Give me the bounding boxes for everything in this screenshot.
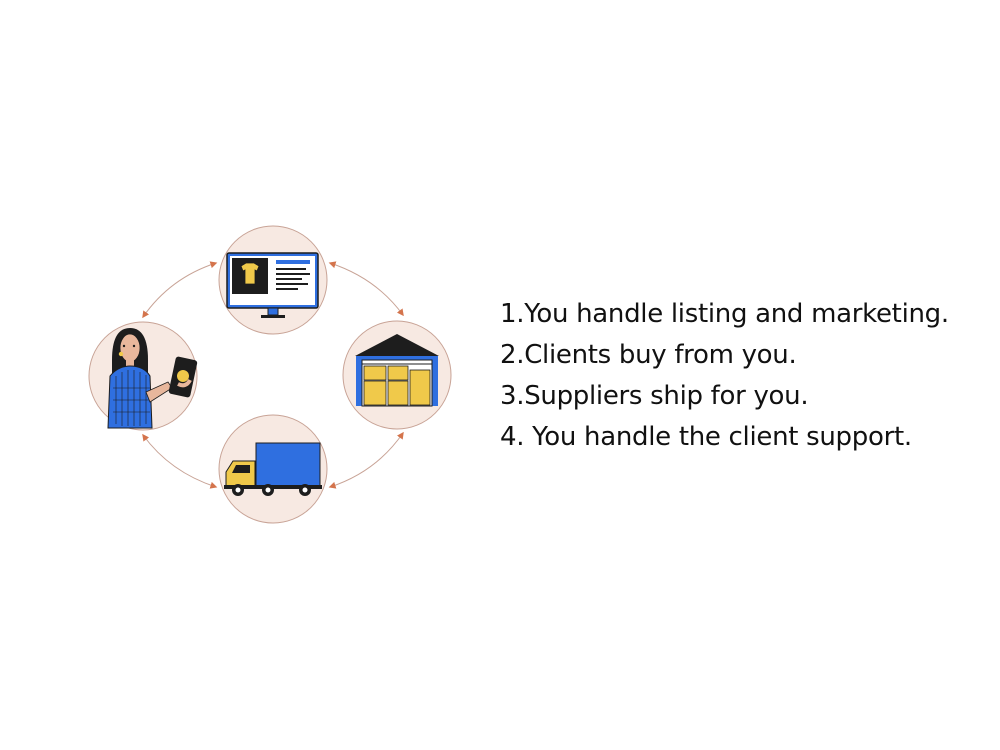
step-2: 2.Clients buy from you. xyxy=(500,340,797,370)
connectors xyxy=(142,261,404,489)
connector-storefront-warehouse xyxy=(328,261,404,317)
dropshipping-cycle-diagram xyxy=(88,225,452,524)
warehouse-icon xyxy=(355,334,439,407)
warehouse-node xyxy=(342,320,452,430)
delivery-node xyxy=(218,414,328,524)
delivery-truck-icon xyxy=(224,442,322,496)
connector-customer-storefront xyxy=(142,261,218,319)
step-4: 4. You handle the client support. xyxy=(500,422,912,452)
step-1: 1.You handle listing and marketing. xyxy=(500,299,949,329)
customer-with-phone-icon xyxy=(107,328,198,429)
step-3: 3.Suppliers ship for you. xyxy=(500,381,809,411)
storefront-monitor-icon xyxy=(226,252,319,318)
customer-node xyxy=(88,321,198,431)
step-list: 1.You handle listing and marketing. 2.Cl… xyxy=(500,294,949,458)
storefront-node xyxy=(218,225,328,335)
connector-delivery-customer xyxy=(142,433,218,489)
connector-warehouse-delivery xyxy=(328,431,404,489)
